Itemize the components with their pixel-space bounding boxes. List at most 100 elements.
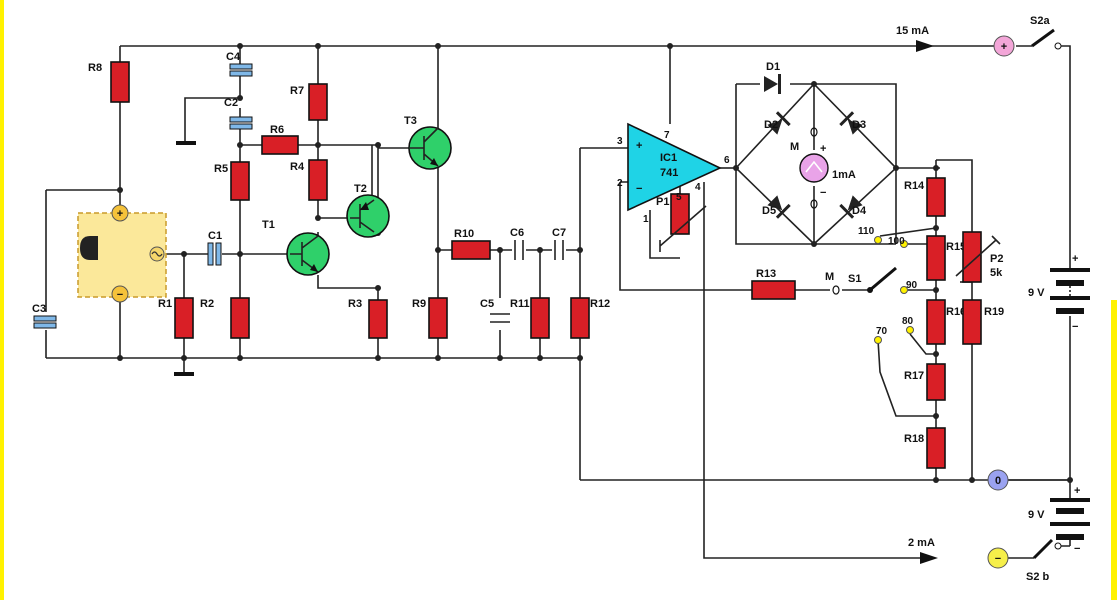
capacitor-c5-label: C5 (480, 298, 494, 310)
switch-contact-90 (900, 286, 908, 294)
resistor-r4 (308, 159, 328, 201)
switch-m-label: M (825, 271, 834, 283)
trimmer-p2-value: 5k (990, 267, 1003, 279)
resistor-r9-label: R9 (412, 298, 426, 310)
capacitor-c1 (207, 242, 214, 266)
mic-plus-terminal (111, 204, 129, 222)
capacitor-c3 (33, 315, 57, 322)
resistor-r2-label: R2 (200, 298, 214, 310)
opamp-body (627, 122, 722, 212)
resistor-r11-label: R11 (510, 298, 530, 310)
resistor-r12 (570, 297, 590, 339)
battery-bottom-minus: − (1074, 543, 1080, 555)
resistor-r16-label: R16 (946, 306, 966, 318)
resistor-r13-label: R13 (756, 268, 776, 280)
opamp-name: IC1 (660, 152, 677, 164)
switch-contact-100 (900, 240, 908, 248)
capacitor-c6-label: C6 (510, 227, 524, 239)
opamp-ic1: + − IC1 741 3 2 6 7 4 1 5 (617, 122, 730, 225)
capacitors: C4 C2 C3 C1 C5 C6 C7 (32, 51, 566, 329)
switch-s2b-label: S2 b (1026, 571, 1050, 583)
opamp-pin-1: 1 (643, 214, 649, 225)
opamp-pin-7: 7 (664, 130, 670, 141)
resistor-r17 (926, 363, 946, 401)
capacitor-c2-label: C2 (224, 97, 238, 109)
battery-bottom-label: 9 V (1028, 509, 1045, 521)
meter-label: M (790, 141, 799, 153)
capacitor-c3-label: C3 (32, 303, 46, 315)
diode-d1 (764, 76, 778, 92)
diode-d4-label: D4 (852, 205, 867, 217)
battery-top-plus: + (1072, 253, 1078, 265)
resistor-r5-label: R5 (214, 163, 228, 175)
resistor-r18-label: R18 (904, 433, 924, 445)
battery-bottom-icon (1050, 498, 1090, 540)
terminal-plus (993, 35, 1015, 57)
meter-icon (799, 153, 829, 183)
resistor-r19-label: R19 (984, 306, 1004, 318)
diode-bridge: D1 D2 D3 D4 D5 M 1mA + (734, 61, 898, 246)
opamp-plus-sign: + (636, 140, 642, 152)
resistor-r3-label: R3 (348, 298, 362, 310)
resistor-r1 (174, 297, 194, 339)
left-edge-highlight (0, 0, 4, 600)
resistor-r14 (926, 177, 946, 217)
resistor-r9 (428, 297, 448, 339)
resistor-r19 (962, 299, 982, 345)
diode-d3-label: D3 (852, 119, 866, 131)
resistor-r1-label: R1 (158, 298, 172, 310)
meter-plus: + (820, 143, 826, 155)
capacitor-c6 (514, 240, 524, 260)
microphone-icon (80, 236, 90, 260)
terminal-plus-label: + (1001, 41, 1007, 53)
resistor-r10 (451, 240, 491, 260)
mic-minus-label: − (117, 289, 123, 301)
right-edge-highlight (1111, 300, 1117, 600)
opamp-pin-2: 2 (617, 178, 623, 189)
battery-top-minus: − (1072, 321, 1078, 333)
capacitor-c4 (229, 63, 253, 70)
terminal-zero-label: 0 (995, 475, 1001, 487)
resistor-r3 (368, 299, 388, 339)
battery-top-icon (1050, 268, 1090, 314)
terminal-minus-label: − (995, 553, 1001, 565)
resistor-r7-label: R7 (290, 85, 304, 97)
terminal-minus (987, 547, 1009, 569)
diode-d2-label: D2 (764, 119, 778, 131)
resistor-r11 (530, 297, 550, 339)
resistor-r15 (926, 235, 946, 281)
capacitor-c4-label: C4 (226, 51, 241, 63)
switch-s2a-label: S2a (1030, 15, 1050, 27)
capacitor-c1-label: C1 (208, 230, 222, 242)
trimmer-p2 (962, 231, 982, 283)
current-bottom-label: 2 mA (908, 537, 935, 549)
ground-symbol (176, 141, 196, 145)
transistors: T1 T2 T3 (262, 115, 452, 276)
switch-position-100: 100 (888, 236, 905, 247)
opamp-pin-6: 6 (724, 155, 730, 166)
capacitor-c7-label: C7 (552, 227, 566, 239)
switch-s2b (1032, 538, 1054, 560)
transistor-t2 (346, 194, 390, 238)
opamp-pin-3: 3 (617, 136, 623, 147)
battery-bottom-plus: + (1074, 485, 1080, 497)
resistor-r18 (926, 427, 946, 469)
resistor-r7 (308, 83, 328, 121)
current-top-label: 15 mA (896, 25, 929, 37)
capacitor-c5 (490, 313, 510, 323)
transistor-t1 (286, 232, 330, 276)
switch-contact-80 (906, 326, 914, 334)
resistor-r17-label: R17 (904, 370, 924, 382)
opamp-pin-4: 4 (695, 182, 701, 193)
switch-position-110: 110 (858, 226, 875, 237)
opamp-minus-sign: − (636, 183, 642, 195)
resistor-r13 (751, 280, 796, 300)
trimmer-p1-label: P1 (656, 196, 669, 208)
resistor-r4-label: R4 (290, 161, 305, 173)
resistor-r8 (110, 61, 130, 103)
resistor-r14-label: R14 (904, 180, 925, 192)
mic-plus-label: + (117, 208, 123, 220)
capacitor-c2 (229, 116, 253, 123)
mic-minus-terminal (111, 285, 129, 303)
range-switch-s1: S1 110 100 90 80 70 (848, 226, 918, 344)
